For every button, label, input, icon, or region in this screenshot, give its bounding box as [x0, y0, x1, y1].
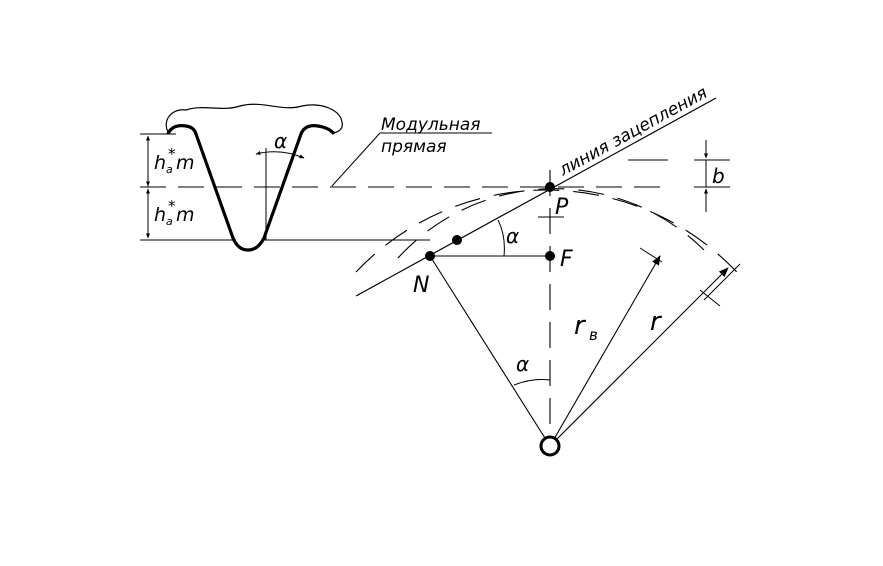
tooth-angle-label: α [274, 129, 287, 153]
svg-text:h: h [154, 204, 166, 226]
gear-center [539, 435, 561, 457]
angle-label-at-center: α [516, 352, 529, 376]
ham-label-lower: h * a m [154, 197, 195, 228]
line-of-action [355, 97, 717, 297]
angle-arc-at-center [513, 379, 551, 386]
label-rb-sub: в [589, 326, 598, 344]
svg-text:*: * [168, 197, 176, 215]
radius-rb-extension [639, 247, 663, 263]
radius-r-extension [703, 263, 741, 301]
label-rb: r [574, 311, 587, 341]
svg-text:h: h [154, 152, 166, 174]
ham-label-upper: h * a m [154, 145, 195, 176]
label-n: N [413, 273, 429, 298]
label-r: r [650, 307, 663, 337]
rack-tooth-profile [166, 124, 336, 252]
point-contact [452, 235, 462, 245]
svg-text:a: a [166, 215, 173, 228]
label-f: F [560, 247, 573, 272]
svg-text:a: a [166, 163, 173, 176]
point-f [545, 251, 555, 261]
radius-r-tick [699, 289, 721, 307]
radius-rb [549, 255, 661, 447]
radius-to-n [429, 255, 551, 447]
rack-wavy-break-line [165, 103, 343, 134]
b-label: b [712, 164, 725, 188]
svg-text:*: * [168, 145, 176, 163]
radius-r [549, 267, 729, 447]
point-n [425, 251, 435, 261]
tooth-angle-arc [255, 150, 305, 159]
angle-arc-at-n [497, 219, 505, 257]
angle-label-at-n: α [506, 224, 519, 248]
svg-text:m: m [176, 204, 195, 226]
svg-text:m: m [176, 152, 195, 174]
point-p [545, 182, 555, 192]
modular-line-label: Модульная [381, 115, 481, 135]
line-of-action-label: линия зацепления [555, 83, 711, 181]
modular-leader-line [331, 132, 381, 187]
label-p: P [555, 195, 569, 220]
modular-line-label-2: прямая [381, 137, 447, 157]
